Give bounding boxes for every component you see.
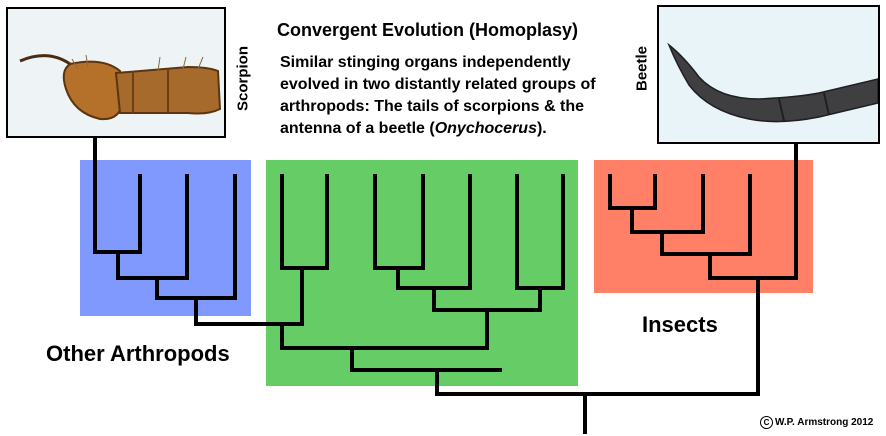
tree-branch [350, 346, 502, 372]
copyright-text: W.P. Armstrong 2012 [775, 417, 874, 429]
tree-branch [432, 286, 542, 312]
scorpion-tail-photo [6, 7, 226, 138]
copyright-icon: C [760, 416, 773, 429]
beetle-antenna-photo [657, 5, 880, 144]
tree-branch [155, 276, 237, 300]
beetle-antenna-illustration [667, 42, 878, 123]
tree-branch [280, 174, 329, 270]
tree-branch [515, 174, 565, 290]
genus-name: Onychocerus [434, 120, 537, 137]
tree-branch [396, 266, 472, 290]
diagram-description: Similar stinging organs independently ev… [280, 52, 620, 140]
other-arthropods-box [80, 160, 251, 316]
other-arthropods-label: Other Arthropods [46, 341, 230, 366]
diagram-title: Convergent Evolution (Homoplasy) [277, 20, 579, 40]
tree-branch [608, 174, 657, 210]
tree-branch [660, 230, 752, 256]
tree-branch [373, 174, 425, 270]
tree-branch [194, 296, 304, 326]
description-text: Similar stinging organs independently ev… [280, 54, 596, 137]
tree-branch [116, 250, 189, 280]
insects-label: Insects [642, 312, 718, 337]
tree-branch [435, 368, 760, 396]
scorpion-tail-illustration [19, 54, 222, 121]
tree-branch [630, 206, 705, 234]
description-end: ). [536, 120, 547, 137]
tree-branch [708, 252, 798, 280]
tree-branch [280, 322, 489, 350]
